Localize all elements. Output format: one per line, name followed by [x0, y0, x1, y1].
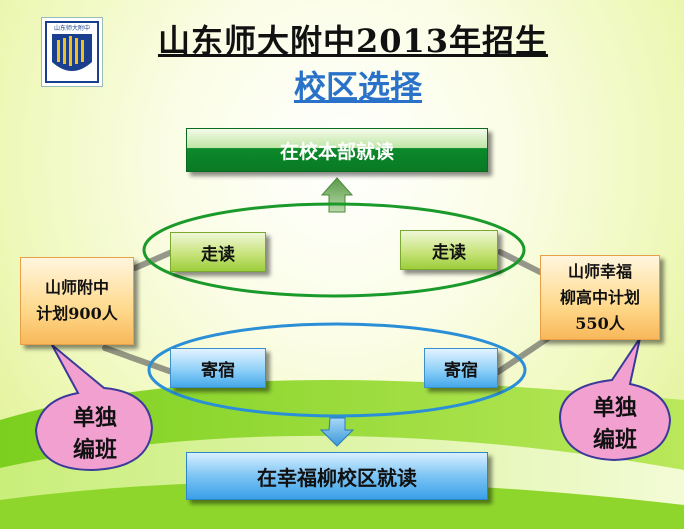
right-plan-line2: 柳高中计划	[559, 287, 640, 307]
right-bubble-line2: 编班	[592, 427, 637, 453]
walk-ellipse	[142, 202, 526, 298]
left-bubble-line1: 单独	[72, 405, 117, 431]
right-plan-line1: 山师幸福	[567, 261, 632, 281]
left-plan-box: 山师附中 计划900人	[20, 257, 134, 345]
right-callout-bubble	[558, 337, 672, 462]
down-arrow-icon	[319, 417, 355, 447]
connector-line	[132, 249, 175, 271]
logo-text: 山东师大附中	[54, 24, 90, 32]
connector-line	[497, 249, 543, 275]
up-arrow-icon	[320, 177, 354, 213]
left-bubble-line2: 编班	[72, 437, 117, 463]
main-campus-box[interactable]: 在校本部就读	[186, 128, 488, 172]
page-title: 山东师大附中2013年招生	[157, 22, 549, 60]
left-plan-line1: 山师附中	[44, 278, 109, 297]
right-board-button[interactable]: 寄宿	[424, 348, 498, 388]
connector-line	[102, 345, 175, 375]
left-plan-line2: 计划900人	[36, 304, 118, 323]
right-bubble-label: 单独 编班	[570, 392, 660, 456]
right-bubble-line1: 单独	[592, 395, 637, 421]
page-subtitle[interactable]: 校区选择	[293, 68, 422, 106]
school-logo: 山东师大附中	[41, 17, 103, 87]
right-plan-line3: 550人	[575, 313, 625, 333]
right-walk-button[interactable]: 走读	[400, 230, 498, 270]
right-plan-box: 山师幸福 柳高中计划 550人	[540, 255, 660, 340]
left-bubble-label: 单独 编班	[50, 402, 140, 466]
left-board-button[interactable]: 寄宿	[170, 348, 266, 388]
xingfuliu-campus-box[interactable]: 在幸福柳校区就读	[186, 452, 488, 500]
left-callout-bubble	[34, 344, 154, 472]
left-walk-button[interactable]: 走读	[170, 232, 266, 272]
board-ellipse	[147, 322, 527, 418]
